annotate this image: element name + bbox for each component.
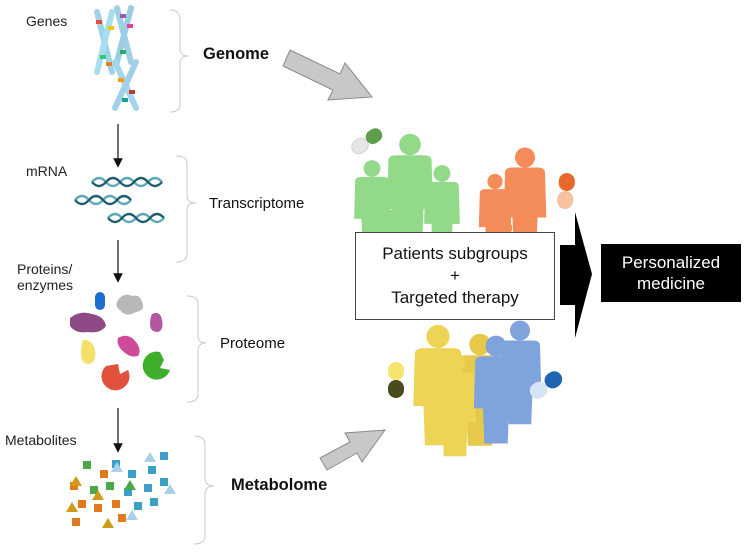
capsule-yellow-icon <box>388 362 404 398</box>
proteins-icon <box>70 292 170 391</box>
chromosomes-icon <box>94 5 139 111</box>
capsule-orange-icon <box>557 173 575 209</box>
metabolome-label: Metabolome <box>231 476 328 494</box>
result-line2: medicine <box>636 274 706 293</box>
gray-arrows <box>282 49 387 471</box>
center-line3: Targeted therapy <box>391 288 519 308</box>
pill-icons <box>351 128 575 399</box>
capsule-blue-icon <box>529 371 563 399</box>
metabolites-icon <box>66 452 176 528</box>
proteome-label: Proteome <box>220 335 286 352</box>
metabolites-label: Metabolites <box>5 432 77 448</box>
capsule-green-icon <box>351 128 383 155</box>
proteins-label: Proteins/ enzymes <box>17 261 73 293</box>
mrna-strands-icon <box>74 176 165 224</box>
proteins-label-line2: enzymes <box>17 277 74 294</box>
center-line2: + <box>450 265 460 285</box>
result-arrow-icon <box>560 212 592 338</box>
brace-lines <box>169 9 215 545</box>
genome-label: Genome <box>203 45 270 63</box>
transcriptome-label: Transcriptome <box>209 195 305 212</box>
result-line1: Personalized <box>621 252 721 272</box>
mrna-label: mRNA <box>26 163 68 179</box>
patients-subgroups-box: Patients subgroups + Targeted therapy <box>355 232 555 320</box>
genes-label: Genes <box>26 13 68 29</box>
personalized-medicine-box: Personalized medicine <box>601 244 741 302</box>
proteins-label-line1: Proteins/ <box>17 261 73 277</box>
center-line1: Patients subgroups <box>382 243 528 263</box>
